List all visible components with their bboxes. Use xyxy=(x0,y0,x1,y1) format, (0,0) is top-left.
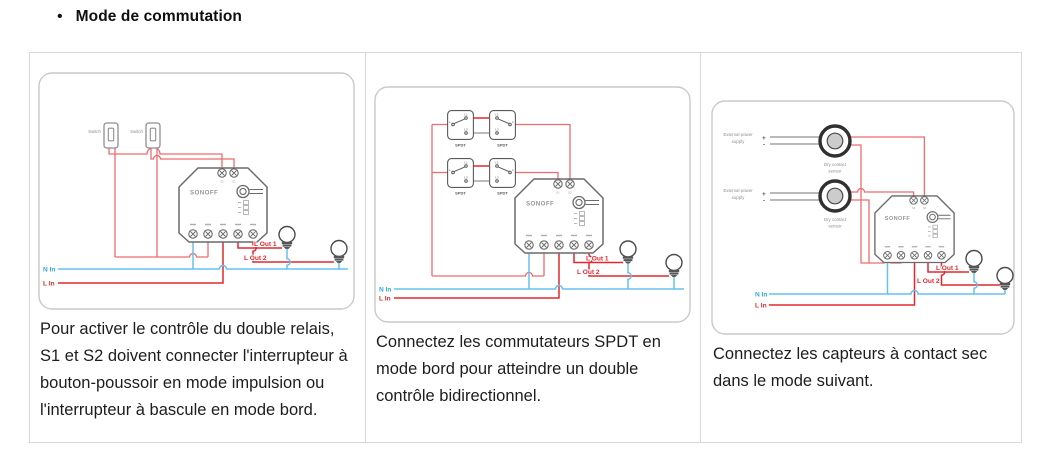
supply-wiring xyxy=(770,136,819,201)
svg-text:L2: L2 xyxy=(464,127,468,131)
section-heading: • Mode de commutation xyxy=(57,8,242,26)
diagram-switch-mode: Switch Switch L Out 1 L Out 2 N In L In xyxy=(38,71,361,310)
svg-text:External power: External power xyxy=(723,188,753,193)
mains-wiring xyxy=(394,244,684,299)
l-out1-label: L Out 1 xyxy=(936,265,959,272)
svg-text:L: L xyxy=(449,120,451,124)
minus-sign: - xyxy=(763,198,765,205)
plus-sign: + xyxy=(762,135,766,142)
l-in-label: L In xyxy=(755,303,767,310)
diagram-spdt-mode: L1 L2 L L1 L2 L L1 L2 L L1 L2 L SP xyxy=(374,85,696,323)
svg-text:sensor: sensor xyxy=(828,224,842,229)
switch1-label: Switch xyxy=(88,129,101,134)
n-in-label: N In xyxy=(43,266,55,273)
l-out2-label: L Out 2 xyxy=(577,269,600,276)
svg-text:L1: L1 xyxy=(495,160,499,164)
svg-text:L: L xyxy=(449,168,451,172)
svg-text:SPDT: SPDT xyxy=(497,190,508,195)
external-power-supply-1: External power supply + - xyxy=(723,132,766,149)
l-in-label: L In xyxy=(43,280,55,287)
panel-caption: Connectez les capteurs à contact sec dan… xyxy=(713,345,988,390)
n-in-label: N In xyxy=(755,292,767,299)
svg-text:SPDT: SPDT xyxy=(497,142,508,147)
switch-wiring xyxy=(108,146,235,258)
l-out1-label: L Out 1 xyxy=(586,255,609,262)
diagram-frame xyxy=(711,100,1015,335)
panel-switch-mode: Switch Switch L Out 1 L Out 2 N In L In … xyxy=(30,53,365,442)
panel-caption: Pour activer le contrôle du double relai… xyxy=(40,319,348,419)
switch2-label: Switch xyxy=(130,129,143,134)
svg-text:L2: L2 xyxy=(464,175,468,179)
svg-text:L2: L2 xyxy=(495,127,499,131)
svg-text:L: L xyxy=(512,120,514,124)
external-power-supply-2: External power supply + - xyxy=(723,188,766,205)
bullet-icon: • xyxy=(57,8,63,25)
n-in-label: N In xyxy=(379,286,391,293)
minus-sign: - xyxy=(763,142,765,149)
diagram-dry-contact-mode: External power supply + - External power… xyxy=(711,100,1017,335)
spdt-name-labels: SPDT SPDT SPDT SPDT xyxy=(455,142,508,195)
svg-text:L1: L1 xyxy=(464,112,468,116)
l-out1-label: L Out 1 xyxy=(254,241,277,248)
l-in-label: L In xyxy=(379,295,391,302)
l-out2-label: L Out 2 xyxy=(244,255,267,262)
svg-text:Dry contact: Dry contact xyxy=(824,162,847,167)
panel-caption: Connectez les commutateurs SPDT en mode … xyxy=(376,332,661,405)
svg-text:External power: External power xyxy=(723,132,753,137)
heading-text: Mode de commutation xyxy=(75,8,242,25)
mains-wiring xyxy=(769,259,1006,306)
svg-text:SPDT: SPDT xyxy=(455,142,466,147)
svg-text:Dry contact: Dry contact xyxy=(824,217,847,222)
panel-spdt-mode: L1 L2 L L1 L2 L L1 L2 L L1 L2 L SP xyxy=(365,53,700,442)
svg-text:L2: L2 xyxy=(495,175,499,179)
svg-text:sensor: sensor xyxy=(828,169,842,174)
l-out2-label: L Out 2 xyxy=(917,278,940,285)
svg-text:L: L xyxy=(512,168,514,172)
svg-text:L1: L1 xyxy=(464,160,468,164)
wiring-modes-table: Switch Switch L Out 1 L Out 2 N In L In … xyxy=(29,52,1022,443)
svg-text:supply: supply xyxy=(732,195,745,200)
plus-sign: + xyxy=(762,191,766,198)
svg-text:L1: L1 xyxy=(495,112,499,116)
svg-text:supply: supply xyxy=(732,139,745,144)
panel-dry-contact-mode: External power supply + - External power… xyxy=(700,53,1021,442)
svg-text:SPDT: SPDT xyxy=(455,190,466,195)
sensor-labels: Dry contact sensor Dry contact sensor xyxy=(824,162,847,229)
spdt-terminal-labels: L1 L2 L L1 L2 L L1 L2 L L1 L2 L xyxy=(449,112,514,179)
